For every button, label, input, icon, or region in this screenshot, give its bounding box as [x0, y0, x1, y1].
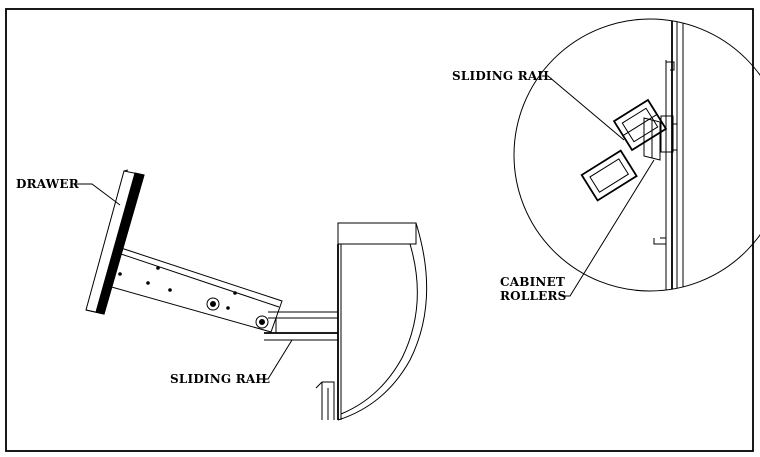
- leader-drawer: [75, 183, 121, 206]
- leader-sliding-rail-main: [258, 339, 293, 380]
- detail-rail-lower: [580, 149, 638, 202]
- cabinet: [315, 222, 428, 421]
- label-sliding-rail-detail: SLIDING RAIL: [452, 69, 552, 83]
- sliding-rail-main: [255, 311, 338, 341]
- drawer-front: [85, 169, 145, 315]
- detail-view: [580, 19, 684, 291]
- label-drawer: DRAWER: [16, 177, 80, 191]
- cabinet-curved-side: [337, 222, 428, 421]
- drawing-frame: [5, 8, 754, 452]
- label-cabinet-rollers-line1: CABINET: [500, 275, 565, 289]
- label-cabinet-rollers-line2: ROLLERS: [500, 289, 567, 303]
- label-sliding-rail-main: SLIDING RAIL: [170, 372, 270, 386]
- detail-circle: [513, 18, 760, 292]
- leader-sliding-rail-detail: [542, 75, 625, 141]
- detail-rail-upper: [612, 98, 668, 152]
- leader-cabinet-rollers: [562, 159, 655, 297]
- drawer-arm: [107, 246, 283, 333]
- cabinet-top-cap: [337, 222, 417, 245]
